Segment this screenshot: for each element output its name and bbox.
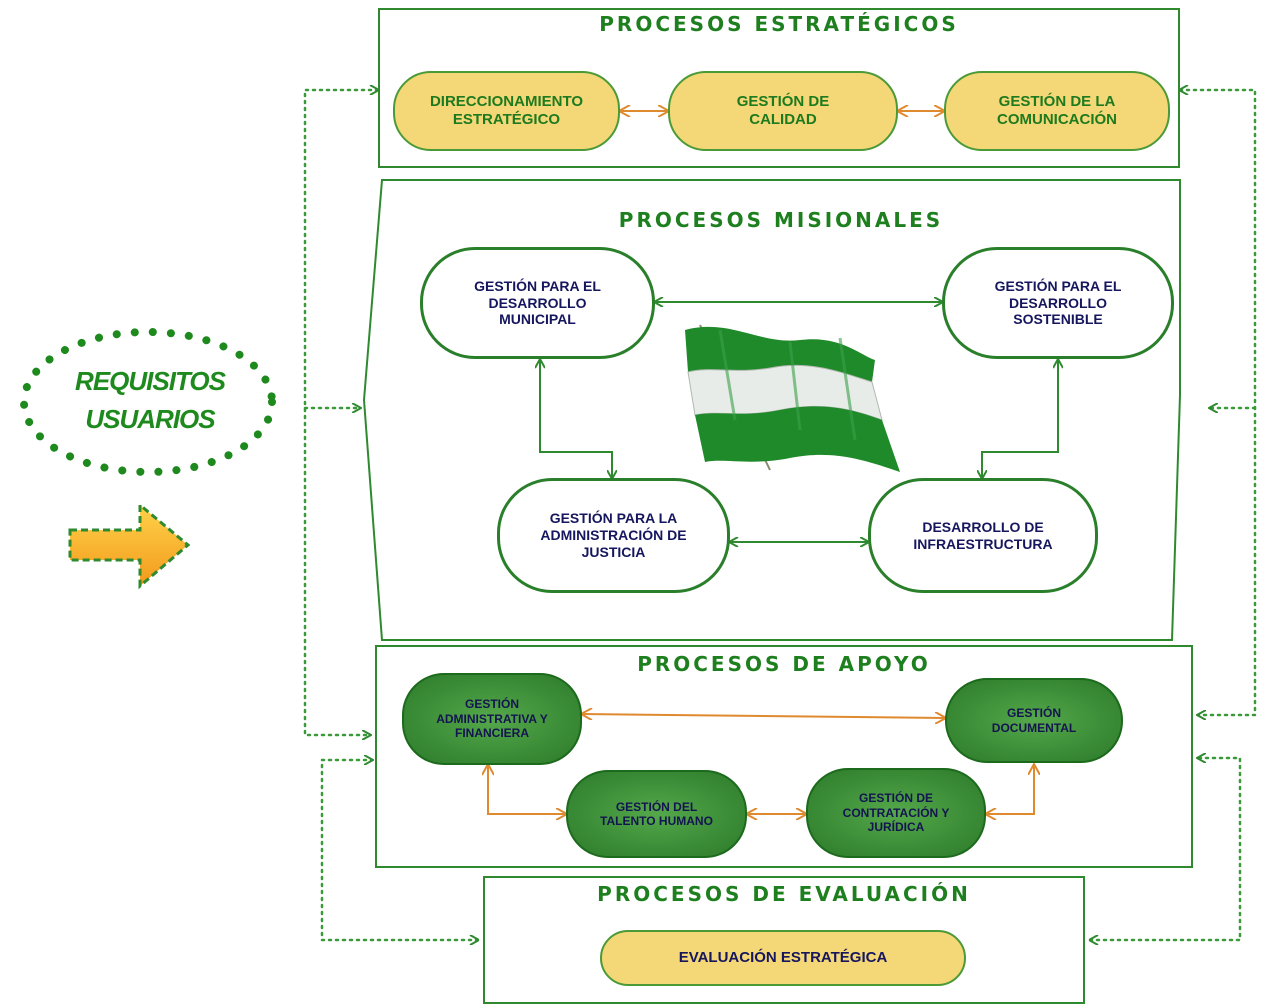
box-line: COMUNICACIÓN — [997, 111, 1117, 128]
input-arrow-icon — [68, 501, 191, 590]
box-line: JUSTICIA — [581, 543, 646, 560]
box-line: DIRECCIONAMIENTO — [429, 93, 584, 110]
requisitos-line1: REQUISITOS — [75, 366, 226, 396]
box-gestion-calidad[interactable]: GESTIÓN DE CALIDAD — [668, 71, 898, 151]
box-line: CALIDAD — [749, 111, 817, 128]
box-talento-humano[interactable]: GESTIÓN DEL TALENTO HUMANO — [566, 770, 747, 858]
box-line: GESTIÓN PARA LA — [549, 510, 678, 527]
evaluacion-title: PROCESOS DE EVALUACIÓN — [597, 882, 971, 906]
box-line: SOSTENIBLE — [1013, 311, 1103, 328]
box-administracion-justicia[interactable]: GESTIÓN PARA LA ADMINISTRACIÓN DE JUSTIC… — [497, 478, 730, 593]
box-line: ADMINISTRATIVA Y — [436, 711, 548, 726]
box-evaluacion-estrategica[interactable]: EVALUACIÓN ESTRATÉGICA — [600, 930, 966, 986]
box-line: JURÍDICA — [867, 820, 925, 835]
right-feedback-lines — [1088, 90, 1257, 940]
box-line: GESTIÓN DE — [858, 791, 933, 806]
estrategicos-title: PROCESOS ESTRATÉGICOS — [599, 12, 959, 36]
box-line: GESTIÓN DEL — [615, 799, 698, 814]
misionales-title: PROCESOS MISIONALES — [618, 208, 944, 232]
box-line: DOCUMENTAL — [991, 720, 1077, 735]
left-feedback-lines — [303, 90, 480, 940]
box-line: MUNICIPAL — [499, 311, 576, 328]
misionales-connectors — [540, 302, 1058, 542]
flag-icon — [685, 324, 900, 472]
box-line: GESTIÓN PARA EL — [994, 277, 1122, 294]
box-gestion-comunicacion[interactable]: GESTIÓN DE LA COMUNICACIÓN — [944, 71, 1170, 151]
box-line: CONTRATACIÓN Y — [842, 805, 950, 820]
requisitos-dotted-outline — [20, 328, 276, 476]
box-line: DESARROLLO — [1008, 294, 1107, 311]
box-contratacion-juridica[interactable]: GESTIÓN DE CONTRATACIÓN Y JURÍDICA — [806, 768, 986, 858]
box-desarrollo-infraestructura[interactable]: DESARROLLO DE INFRAESTRUCTURA — [868, 478, 1098, 593]
box-line: ADMINISTRACIÓN DE — [540, 527, 687, 544]
box-line: GESTIÓN — [1006, 706, 1061, 721]
box-line: TALENTO HUMANO — [600, 814, 713, 828]
box-line: GESTIÓN DE — [736, 93, 830, 110]
box-line: INFRAESTRUCTURA — [913, 535, 1053, 552]
box-line: DESARROLLO — [488, 294, 587, 311]
box-line: DESARROLLO DE — [922, 518, 1044, 535]
box-gestion-documental[interactable]: GESTIÓN DOCUMENTAL — [945, 678, 1123, 763]
box-line: GESTIÓN — [464, 697, 519, 712]
apoyo-title: PROCESOS DE APOYO — [637, 652, 931, 676]
box-line: FINANCIERA — [455, 726, 529, 741]
box-line: ESTRATÉGICO — [452, 111, 561, 128]
estrategicos-frame — [378, 8, 1180, 168]
box-direccionamiento-estrategico[interactable]: DIRECCIONAMIENTO ESTRATÉGICO — [393, 71, 620, 151]
box-desarrollo-municipal[interactable]: GESTIÓN PARA EL DESARROLLO MUNICIPAL — [420, 247, 655, 359]
box-line: EVALUACIÓN ESTRATÉGICA — [678, 949, 888, 966]
box-line: GESTIÓN DE LA — [998, 93, 1116, 110]
box-desarrollo-sostenible[interactable]: GESTIÓN PARA EL DESARROLLO SOSTENIBLE — [942, 247, 1174, 359]
box-administrativa-financiera[interactable]: GESTIÓN ADMINISTRATIVA Y FINANCIERA — [402, 673, 582, 765]
evaluacion-frame — [483, 876, 1085, 1004]
box-line: GESTIÓN PARA EL — [474, 277, 601, 294]
apoyo-frame — [375, 645, 1193, 868]
requisitos-usuarios-label: REQUISITOS USUARIOS — [40, 362, 260, 438]
requisitos-line2: USUARIOS — [85, 404, 215, 434]
apoyo-connectors — [488, 714, 1034, 814]
